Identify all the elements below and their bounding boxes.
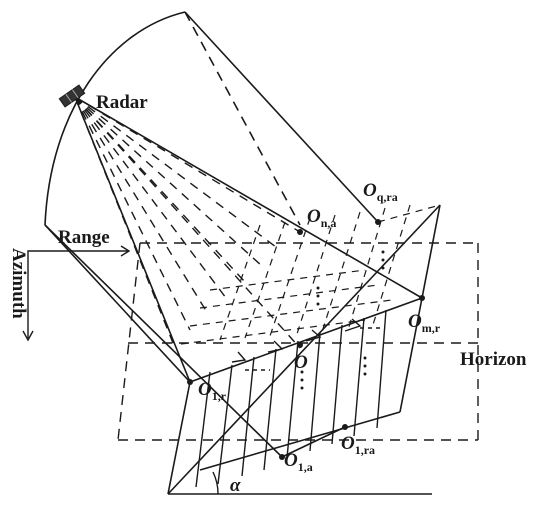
point-label-o: O xyxy=(294,352,308,373)
radar-label: Radar xyxy=(96,92,148,113)
range-arrow-head xyxy=(120,245,131,257)
satellite-icon xyxy=(58,84,86,108)
orbit-top-dashed xyxy=(184,11,301,226)
alpha-label: α xyxy=(230,475,241,496)
inclined-plane xyxy=(167,204,441,495)
dashed-grid xyxy=(180,204,441,345)
range-arrow xyxy=(27,250,128,258)
radar-ray-fan xyxy=(74,96,301,349)
direction-arrows xyxy=(231,318,362,363)
range-strips xyxy=(195,309,387,488)
point-label-m-r: Om,r xyxy=(408,311,441,335)
point-label-q-ra: Oq,ra xyxy=(363,180,398,204)
azimuth-label: Azimuth xyxy=(8,248,29,319)
point-label-1-a: O1,a xyxy=(284,450,313,474)
ellipsis-dots xyxy=(300,250,385,390)
range-label: Range xyxy=(58,227,110,248)
horizon-label: Horizon xyxy=(460,349,527,370)
orbit-top-solid xyxy=(184,11,379,223)
azimuth-arrow-head xyxy=(22,330,34,342)
ray-to-omr xyxy=(74,96,423,299)
line-o1a-o1ra xyxy=(281,426,346,458)
ray-to-o1a xyxy=(44,224,283,458)
point-markers xyxy=(187,219,425,460)
point-label-1-r: O1,r xyxy=(198,379,227,403)
orbit-arc-outer xyxy=(44,11,186,226)
alpha-arc xyxy=(212,471,219,495)
ray-to-o1r xyxy=(74,96,191,383)
point-label-n-a: On,a xyxy=(307,206,336,230)
dotted-connectors xyxy=(245,327,385,371)
point-label-1-ra: O1,ra xyxy=(341,433,375,457)
